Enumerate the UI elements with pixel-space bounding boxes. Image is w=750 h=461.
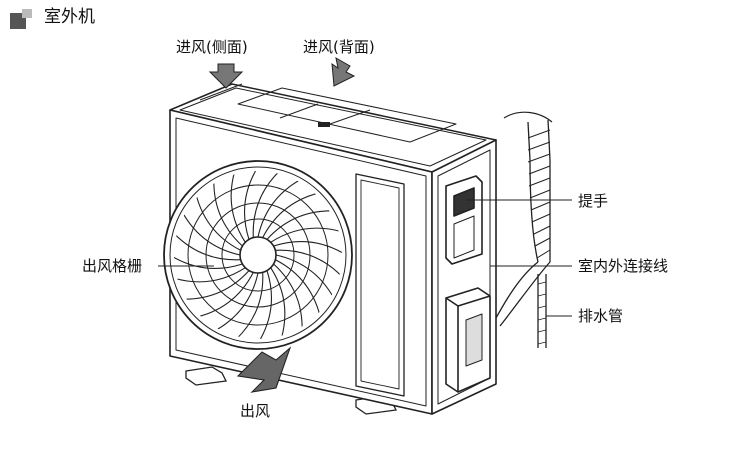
fan-grille: [163, 160, 353, 350]
side-panel: [431, 139, 497, 415]
top-panel: [169, 83, 497, 173]
fan-spoke: [255, 270, 272, 339]
fan-spoke: [174, 252, 243, 269]
air-outlet-arrow: [236, 346, 292, 393]
section-marker-icon: [10, 9, 32, 29]
valve-cover: [445, 287, 491, 393]
label-handle: 提手: [578, 192, 609, 210]
handle-assembly: [445, 175, 483, 265]
air-intake-arrows: [208, 57, 356, 89]
piping-and-wire: [495, 111, 553, 348]
section-title: 室外机: [44, 7, 95, 27]
fan-spoke: [244, 171, 261, 240]
label-air-in-back: 进风(背面): [303, 38, 375, 56]
label-drain-pipe: 排水管: [578, 307, 624, 325]
label-air-in-side: 进风(侧面): [176, 38, 248, 56]
label-air-out: 出风: [240, 402, 271, 420]
leader-lines: [158, 199, 572, 317]
label-connection-wire: 室内外连接线: [578, 257, 669, 275]
label-outlet-grille: 出风格栅: [82, 257, 143, 275]
fan-spoke: [273, 241, 342, 258]
mounting-feet: [185, 366, 397, 415]
